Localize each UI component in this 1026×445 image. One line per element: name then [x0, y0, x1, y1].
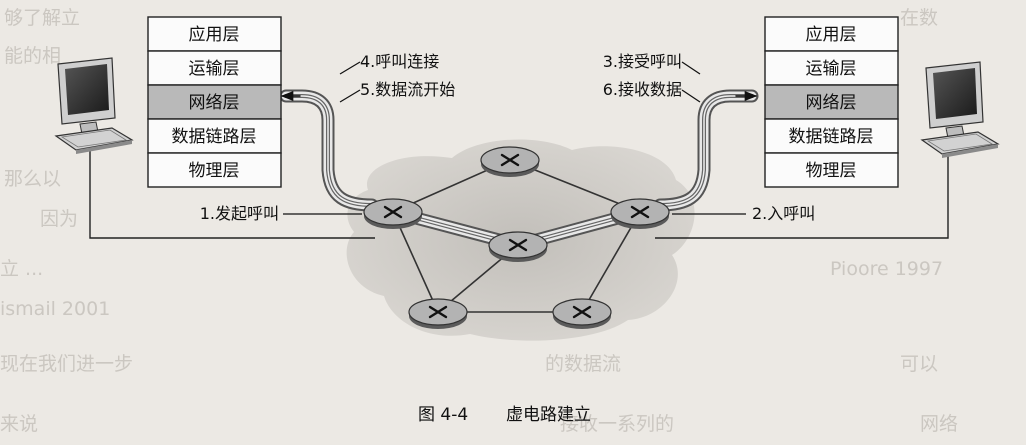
router-5: [408, 298, 468, 329]
label-leaders: [283, 61, 746, 215]
svg-text:网络: 网络: [920, 413, 958, 435]
svg-text:在数: 在数: [900, 7, 938, 29]
right-protocol-stack: 应用层 运输层 网络层 数据链路层 物理层: [764, 16, 899, 188]
right-layer-label: 物理层: [806, 161, 857, 181]
router-6: [552, 298, 612, 329]
right-signalling-arrows: [653, 89, 759, 212]
label-incoming-call: 2.入呼叫: [752, 204, 815, 223]
left-host-computer-icon: [54, 57, 134, 154]
left-stack-layer: [147, 16, 282, 52]
router-1: [363, 198, 423, 229]
right-stack-layer-highlighted: [764, 84, 899, 120]
right-host-computer-icon: [920, 61, 1000, 158]
right-layer-label: 数据链路层: [789, 127, 874, 147]
right-stack-layer: [764, 50, 899, 86]
svg-text:ismail 2001: ismail 2001: [0, 298, 110, 320]
svg-text:现在我们进一步: 现在我们进一步: [0, 353, 133, 375]
label-accept-call: 3.接受呼叫: [603, 52, 682, 71]
svg-text:因为: 因为: [40, 208, 78, 230]
svg-text:立 ...: 立 ...: [0, 258, 43, 280]
left-layer-label: 物理层: [189, 161, 240, 181]
left-stack-layer: [147, 50, 282, 86]
left-layer-label: 应用层: [189, 25, 240, 45]
label-data-flow-begins: 5.数据流开始: [360, 80, 455, 99]
svg-text:接收一系列的: 接收一系列的: [560, 413, 674, 435]
right-stack-layer: [764, 152, 899, 188]
access-links: [89, 145, 949, 239]
left-signalling-arrows: [279, 89, 379, 212]
left-stack-layer-highlighted: [147, 84, 282, 120]
left-layer-label: 数据链路层: [172, 127, 257, 147]
right-stack-layer: [764, 118, 899, 154]
label-call-connect: 4.呼叫连接: [360, 52, 439, 71]
router-4: [488, 231, 548, 262]
router-2: [480, 146, 540, 177]
left-stack-layer: [147, 118, 282, 154]
left-layer-label: 网络层: [189, 93, 240, 113]
left-stack-layer: [147, 152, 282, 188]
left-layer-label: 运输层: [189, 59, 240, 79]
label-receive-data: 6.接收数据: [603, 80, 682, 99]
right-layer-label: 网络层: [806, 93, 857, 113]
background-page-text: 够了解立 在数 能的相 那么以 因为 立 ... Pioore 1997 ism…: [0, 7, 958, 435]
svg-text:够了解立: 够了解立: [4, 7, 80, 29]
svg-text:能的相: 能的相: [4, 45, 61, 67]
figure-caption: 虚电路建立: [506, 405, 591, 425]
svg-text:Pioore 1997: Pioore 1997: [830, 258, 943, 280]
svg-text:的数据流: 的数据流: [545, 353, 621, 375]
svg-text:那么以: 那么以: [4, 168, 61, 190]
svg-text:来说: 来说: [0, 413, 38, 435]
label-initiate-call: 1.发起呼叫: [200, 204, 279, 223]
router-3: [610, 198, 670, 229]
right-stack-layer: [764, 16, 899, 52]
figure-number: 图 4-4: [418, 405, 468, 425]
left-protocol-stack: 应用层 运输层 网络层 数据链路层 物理层: [147, 16, 282, 188]
right-layer-label: 运输层: [806, 59, 857, 79]
svg-text:可以: 可以: [900, 353, 938, 375]
right-layer-label: 应用层: [806, 25, 857, 45]
